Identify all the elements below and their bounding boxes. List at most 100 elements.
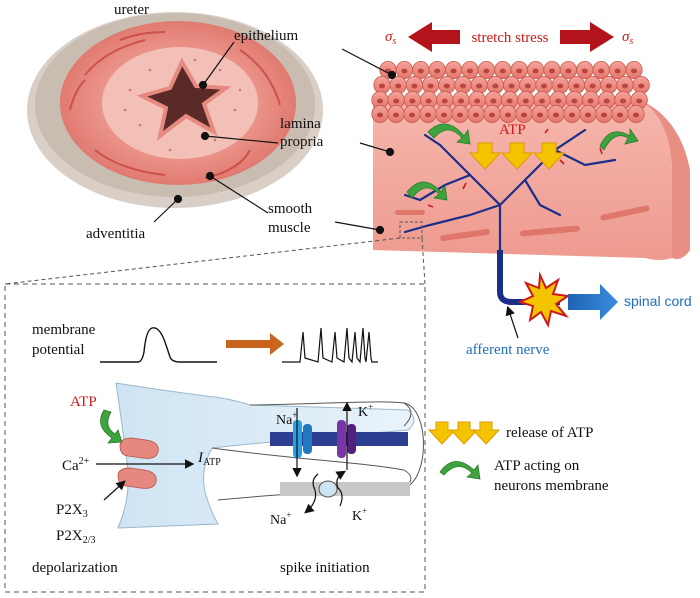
legend-acting-label-1: ATP acting on: [494, 458, 580, 474]
cell-nucleus: [411, 83, 418, 89]
atp-acting-arrows: [406, 123, 639, 201]
label-k-top: K+: [358, 402, 373, 420]
membrane-band-bottom: [280, 482, 410, 496]
action-potential-spark: [517, 271, 571, 328]
cell-nucleus: [620, 98, 626, 104]
label-lamina: lamina: [280, 116, 321, 132]
cell-nucleus: [379, 83, 385, 89]
membrane-trace-single: [100, 327, 217, 363]
tissue-block: [371, 61, 690, 260]
orange-transition-arrow: [226, 333, 284, 355]
cell-nucleus: [581, 68, 588, 74]
stretch-stress-arrow: [408, 22, 614, 52]
cell-nucleus: [377, 112, 383, 118]
label-adventitia: adventitia: [86, 226, 145, 242]
cell-nucleus: [458, 98, 464, 104]
cell-nucleus: [585, 112, 591, 118]
cell-nucleus: [450, 68, 457, 74]
cell-nucleus: [589, 83, 596, 89]
cell-nucleus: [457, 112, 463, 118]
cell-nucleus: [571, 98, 578, 104]
cell-nucleus: [489, 112, 495, 118]
cell-nucleus: [377, 98, 383, 104]
ion-pump: [318, 480, 338, 498]
cell-nucleus: [617, 112, 623, 118]
cell-nucleus: [409, 98, 416, 104]
afferent-nerve-branches: [403, 128, 617, 252]
label-atp-tissue: ATP: [499, 122, 526, 138]
cell-nucleus: [636, 98, 643, 104]
label-ca: Ca2+: [62, 456, 90, 474]
legend-acting-icon: [439, 461, 481, 480]
cell-nucleus: [505, 112, 511, 118]
potassium-channel: [337, 420, 356, 458]
ureter-lumen: [136, 57, 232, 141]
legend-release-label: release of ATP: [506, 425, 593, 441]
cell-nucleus: [638, 83, 645, 89]
inset-panel: [4, 283, 426, 593]
cell-nucleus: [425, 112, 431, 118]
cell-nucleus: [434, 68, 441, 74]
cell-nucleus: [631, 68, 637, 74]
afferent-nerve-trunk: [497, 250, 560, 305]
cell-nucleus: [409, 112, 415, 118]
p2x-receptors: [117, 437, 159, 489]
cell-nucleus: [473, 112, 479, 118]
cell-nucleus: [492, 83, 499, 89]
cell-nucleus: [633, 112, 639, 118]
cell-nucleus: [474, 98, 481, 104]
cell-nucleus: [598, 68, 605, 74]
cell-nucleus: [603, 98, 610, 104]
label-membrane: membrane: [32, 322, 96, 338]
cell-nucleus: [565, 68, 572, 74]
cell-nucleus: [393, 98, 400, 104]
label-p2x3: P2X3: [56, 502, 88, 520]
cell-nucleus: [395, 83, 402, 89]
cell-nucleus: [521, 112, 527, 118]
zoom-selection-box: [399, 221, 423, 239]
cell-nucleus: [622, 83, 628, 89]
label-epithelium: epithelium: [234, 28, 298, 44]
cell-nucleus: [524, 83, 531, 89]
cell-nucleus: [467, 68, 473, 74]
cell-nucleus: [537, 112, 543, 118]
label-smooth: smooth: [268, 201, 313, 217]
cell-nucleus: [605, 83, 612, 89]
label-propria: propria: [280, 134, 324, 150]
cell-nucleus: [541, 83, 547, 89]
cell-nucleus: [601, 112, 607, 118]
cell-nucleus: [490, 98, 497, 104]
cell-nucleus: [522, 98, 529, 104]
ureter-cross-section: [27, 12, 323, 208]
cell-nucleus: [476, 83, 483, 89]
cell-nucleus: [549, 68, 555, 74]
label-na-top: Na+: [276, 410, 297, 428]
label-na-bottom: Na+: [270, 510, 291, 528]
cell-nucleus: [417, 68, 424, 74]
cell-nucleus: [393, 112, 399, 118]
cell-nucleus: [553, 112, 559, 118]
label-atp-inset: ATP: [70, 394, 97, 410]
atp-acting-arrow-inset: [100, 409, 123, 444]
cell-nucleus: [539, 98, 545, 104]
neuron-body: [115, 382, 415, 529]
cell-nucleus: [587, 98, 594, 104]
cell-nucleus: [425, 98, 432, 104]
sigma-right: σs: [622, 29, 633, 47]
cell-nucleus: [499, 68, 506, 74]
label-spike-initiation: spike initiation: [280, 560, 370, 576]
cell-nucleus: [401, 68, 408, 74]
sigma-left: σs: [385, 29, 396, 47]
cell-nucleus: [441, 112, 447, 118]
cell-nucleus: [555, 98, 562, 104]
cell-nucleus: [573, 83, 580, 89]
label-potential: potential: [32, 342, 85, 358]
label-muscle: muscle: [268, 220, 311, 236]
spinal-cord-arrow: [568, 284, 618, 320]
cell-nucleus: [557, 83, 564, 89]
cell-nucleus: [532, 68, 539, 74]
cell-nucleus: [569, 112, 575, 118]
legend-acting-label-2: neurons membrane: [494, 478, 609, 494]
membrane-trace-spikes: [282, 327, 378, 364]
